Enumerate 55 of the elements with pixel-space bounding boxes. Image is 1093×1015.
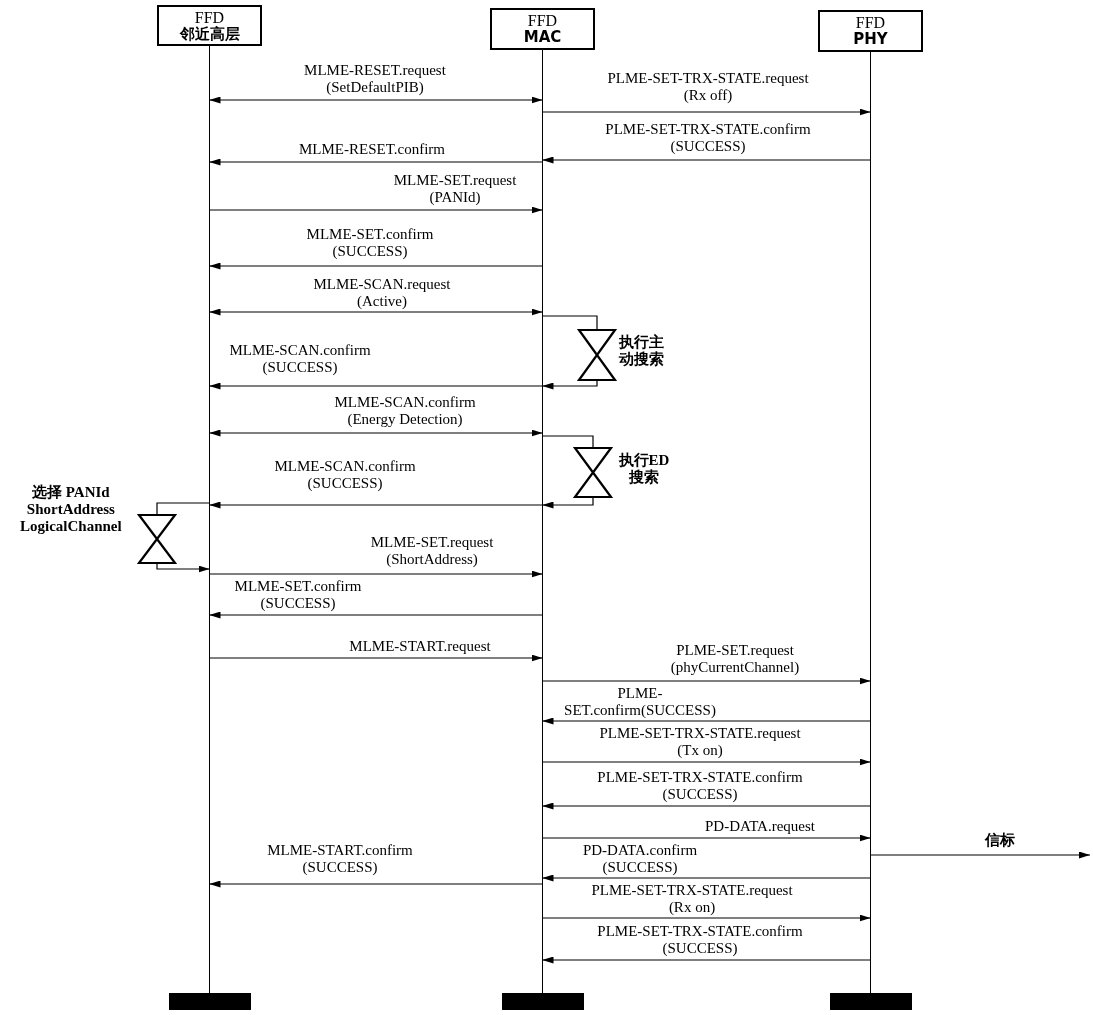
- message-arrow: [208, 611, 544, 619]
- connector-line: [156, 502, 211, 516]
- message-arrow: [208, 382, 544, 390]
- message-arrow: [541, 758, 872, 766]
- connector-line: [541, 315, 598, 331]
- message-arrow: [208, 654, 544, 662]
- message-arrow: [541, 834, 872, 842]
- message-arrow: [869, 851, 1091, 859]
- message-arrow: [541, 914, 872, 922]
- message-arrow: [208, 262, 544, 270]
- message-arrow: [541, 379, 598, 390]
- message-arrow: [541, 496, 594, 509]
- edge-label: 信标: [985, 832, 1015, 849]
- timer-hourglass: [572, 446, 614, 499]
- edge-label: MLME-SET.confirm (SUCCESS): [303, 226, 437, 260]
- edge-label: MLME-SCAN.request (Active): [310, 276, 454, 310]
- message-arrow: [208, 880, 544, 888]
- message-arrow: [156, 562, 211, 573]
- edge-label: PLME-SET-TRX-STATE.confirm (SUCCESS): [602, 121, 814, 155]
- message-arrow: [208, 501, 544, 509]
- node-caption: 执行主动搜索: [617, 334, 665, 368]
- message-arrow: [208, 158, 544, 166]
- message-arrow: [208, 206, 544, 214]
- edge-label: MLME-RESET.request (SetDefaultPIB): [301, 62, 449, 96]
- edge-label: MLME-SCAN.confirm (SUCCESS): [271, 458, 419, 492]
- lifeline-header-box: FFD MAC: [490, 8, 595, 50]
- connector-line: [541, 435, 594, 449]
- edge-label: PLME-SET-TRX-STATE.confirm (SUCCESS): [594, 769, 806, 803]
- node-caption: 执行ED搜索: [617, 452, 671, 486]
- message-arrow: [541, 874, 872, 882]
- edge-label: MLME-SCAN.confirm (SUCCESS): [226, 342, 374, 376]
- message-arrow: [208, 308, 544, 316]
- lifeline-header-box: FFD PHY: [818, 10, 923, 52]
- edge-label: MLME-SCAN.confirm (Energy Detection): [331, 394, 479, 428]
- message-arrow: [541, 956, 872, 964]
- message-arrow: [208, 570, 544, 578]
- message-arrow: [541, 108, 872, 116]
- message-arrow: [208, 429, 544, 437]
- edge-label: MLME-START.confirm (SUCCESS): [264, 842, 416, 876]
- node-caption: 选择 PANId ShortAddress LogicalChannel: [20, 484, 122, 535]
- edge-label: PLME-SET-TRX-STATE.request (Tx on): [596, 725, 804, 759]
- message-arrow: [541, 677, 872, 685]
- edge-label: PLME-SET-TRX-STATE.request (Rx on): [588, 882, 796, 916]
- edge-label: PLME-SET-TRX-STATE.request (Rx off): [604, 70, 812, 104]
- edge-label: MLME-START.request: [349, 638, 491, 655]
- edge-label: MLME-SET.confirm (SUCCESS): [231, 578, 365, 612]
- timer-hourglass: [576, 328, 618, 382]
- message-arrow: [541, 717, 872, 725]
- message-arrow: [541, 156, 872, 164]
- lifeline-header-box: FFD 邻近高层: [157, 5, 262, 46]
- edge-label: PLME-SET-TRX-STATE.confirm (SUCCESS): [594, 923, 806, 957]
- edge-label: PD-DATA.request: [705, 818, 815, 835]
- timer-hourglass: [136, 513, 178, 565]
- message-arrow: [208, 96, 544, 104]
- message-arrow: [541, 802, 872, 810]
